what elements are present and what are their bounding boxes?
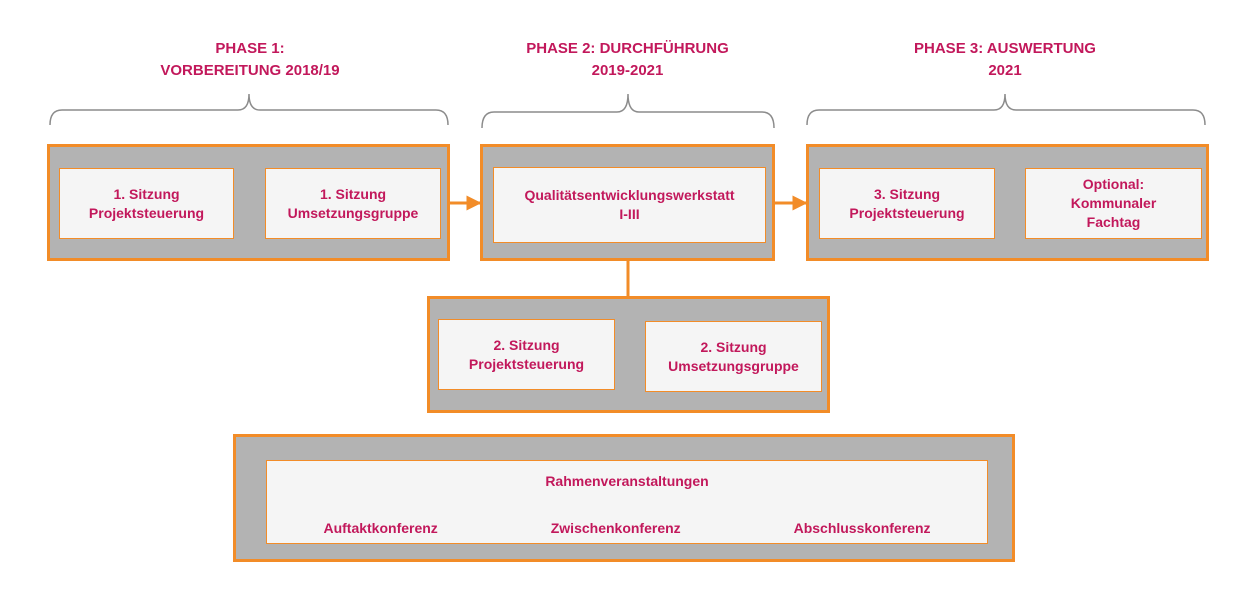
phase-2-box-1-line1: Qualitätsentwicklungswerkstatt: [524, 187, 735, 203]
frame-box: Rahmenveranstaltungen Auftaktkonferenz Z…: [266, 460, 988, 544]
phase-3-box-2-line3: Fachtag: [1086, 214, 1141, 230]
phase-1-box-1-line2: Projektsteuerung: [88, 204, 205, 221]
phase-1-box-2-line1: 1. Sitzung: [319, 185, 387, 202]
phase-1-box-1-line1: 1. Sitzung: [113, 185, 180, 202]
phase-3-box-2-line1: Optional:: [1082, 176, 1145, 192]
phase-2-brace: [481, 93, 775, 129]
phase-2-title-line2: 2019-2021: [591, 62, 664, 79]
phase-2-title-line1: PHASE 2: DURCHFÜHRUNG: [526, 40, 729, 57]
phase-3-box-1-line1: 3. Sitzung: [873, 185, 941, 202]
phase-1-title: PHASE 1: VORBEREITUNG 2018/19: [50, 38, 450, 82]
phase-1-title-line2: VORBEREITUNG 2018/19: [160, 62, 340, 79]
phase-2-group: Qualitätsentwicklungswerkstatt I-III: [480, 144, 775, 261]
phase-3-title-line1: PHASE 3: AUSWERTUNG: [914, 40, 1096, 57]
phase-3-title-line2: 2021: [988, 62, 1022, 79]
frame-items: Auftaktkonferenz Zwischenkonferenz Absch…: [267, 519, 987, 538]
phase-2-title: PHASE 2: DURCHFÜHRUNG 2019-2021: [480, 38, 775, 82]
phase-3-title: PHASE 3: AUSWERTUNG 2021: [805, 38, 1205, 82]
frame-title: Rahmenveranstaltungen: [545, 473, 709, 489]
sub-box-1-line1: 2. Sitzung: [493, 336, 560, 353]
sub-box-1-line2: Projektsteuerung: [468, 355, 585, 372]
phase-1-box-1: 1. Sitzung Projektsteuerung: [59, 168, 234, 239]
phase-3-box-1-line2: Projektsteuerung: [849, 204, 965, 221]
frame-item-auftakt: Auftaktkonferenz: [323, 520, 438, 536]
phase-3-brace: [806, 93, 1206, 126]
phase-2-subgroup: 2. Sitzung Projektsteuerung 2. Sitzung U…: [427, 296, 830, 413]
phase-2-box-1: Qualitätsentwicklungswerkstatt I-III: [493, 167, 766, 243]
sub-box-2-line2: Umsetzungsgruppe: [668, 357, 799, 374]
phase-3-box-1: 3. Sitzung Projektsteuerung: [819, 168, 995, 239]
phase-3-group: 3. Sitzung Projektsteuerung Optional: Ko…: [806, 144, 1209, 261]
phase-1-brace: [49, 93, 449, 126]
frame-item-zwischen: Zwischenkonferenz: [550, 520, 681, 536]
phase-1-group: 1. Sitzung Projektsteuerung 1. Sitzung U…: [47, 144, 450, 261]
phase-1-box-2-line2: Umsetzungsgruppe: [287, 204, 419, 221]
phase-1-title-line1: PHASE 1:: [215, 40, 285, 57]
phase-3-box-2-line2: Kommunaler: [1070, 195, 1157, 211]
phase-2-box-1-line2: I-III: [619, 206, 640, 222]
frame-group: Rahmenveranstaltungen Auftaktkonferenz Z…: [233, 434, 1015, 562]
phase-1-box-2: 1. Sitzung Umsetzungsgruppe: [265, 168, 441, 239]
sub-box-2: 2. Sitzung Umsetzungsgruppe: [645, 321, 822, 392]
sub-box-2-line1: 2. Sitzung: [700, 338, 767, 355]
sub-box-1: 2. Sitzung Projektsteuerung: [438, 319, 615, 390]
frame-item-abschluss: Abschlusskonferenz: [793, 520, 931, 536]
phase-3-box-2: Optional: Kommunaler Fachtag: [1025, 168, 1202, 239]
